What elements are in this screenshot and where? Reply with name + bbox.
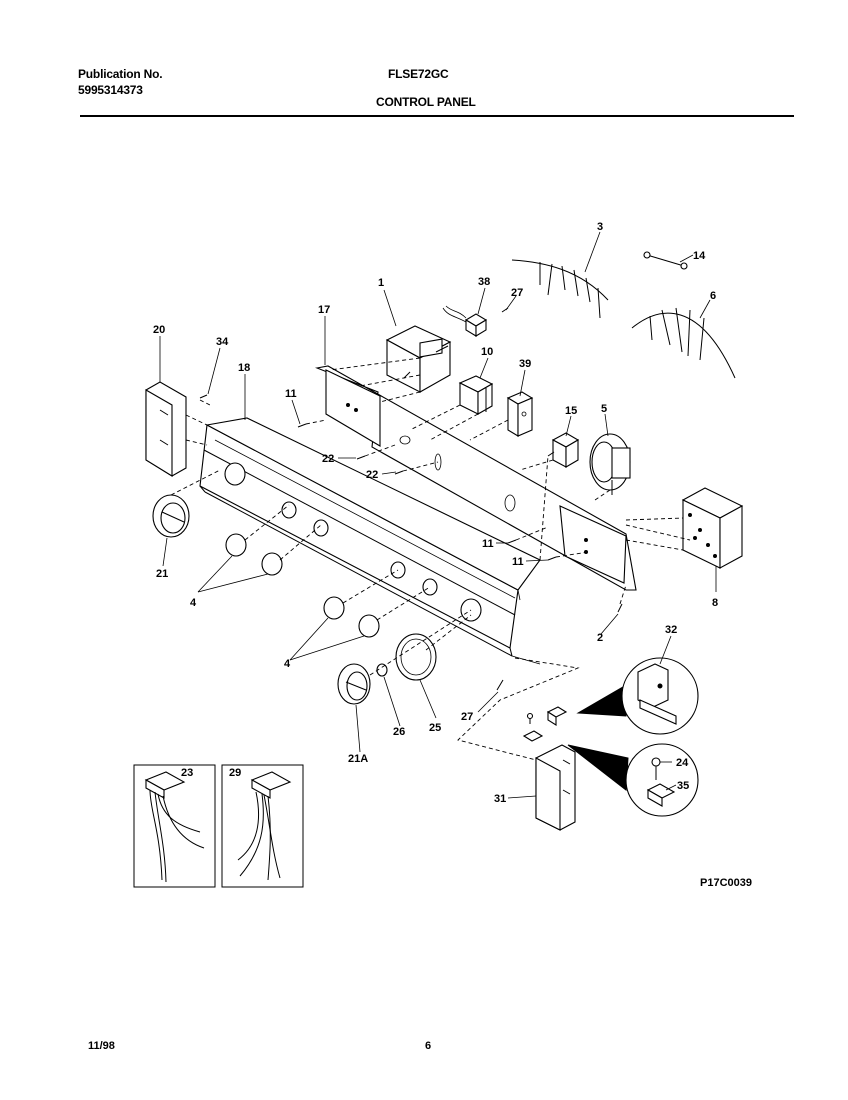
header-rule: [80, 115, 794, 117]
callout-18: 18: [238, 362, 250, 374]
callout-11c: 11: [512, 556, 524, 568]
callout-1: 1: [378, 277, 384, 289]
callout-14: 14: [693, 250, 706, 262]
callout-39: 39: [519, 358, 531, 370]
dashed-wiring-lines: [170, 357, 691, 761]
publication-label: Publication No.: [78, 67, 163, 81]
knob-part-21: [152, 494, 190, 538]
timer-part-1: [385, 325, 452, 393]
callout-10: 10: [481, 346, 493, 358]
wire-harness-part-6: [631, 307, 736, 379]
screw-parts: [199, 307, 623, 724]
section-title: CONTROL PANEL: [376, 95, 476, 109]
callout-5: 5: [601, 403, 607, 415]
callout-35: 35: [677, 780, 689, 792]
callout-15: 15: [565, 405, 577, 417]
callout-31: 31: [494, 793, 506, 805]
jumper-wire-part-14: [643, 251, 688, 270]
callout-22b: 22: [366, 469, 378, 481]
rear-bracket-part-17: [315, 365, 637, 591]
pressure-switch-part-5: [589, 433, 631, 495]
callout-22a: 22: [322, 453, 334, 465]
harness-inset-part-23: [133, 764, 216, 888]
callout-labels: 1 2 3 4 4 5 6 8 10 11 11 11 14 15 17 18 …: [153, 221, 718, 805]
callout-25: 25: [429, 722, 441, 734]
component-part-38: [442, 305, 488, 337]
leader-lines: [159, 231, 717, 799]
callout-21a: 21A: [348, 753, 368, 765]
callout-34: 34: [216, 336, 229, 348]
callout-29: 29: [229, 767, 241, 779]
dial-skirt-part-25: [395, 633, 437, 681]
callout-27b: 27: [461, 711, 473, 723]
model-number: FLSE72GC: [388, 67, 449, 81]
knob-part-4: [225, 533, 380, 638]
switch-part-10: [458, 375, 494, 415]
switch-part-15: [547, 432, 580, 468]
callout-4a: 4: [190, 597, 197, 609]
clip-parts: [522, 706, 568, 742]
switch-part-39: [506, 391, 534, 437]
callout-11a: 11: [285, 388, 297, 400]
page-number: 6: [425, 1040, 432, 1052]
revision-date: 11/98: [88, 1040, 115, 1052]
end-cap-part-31: [535, 744, 576, 831]
detail-screw-part-24-35: [567, 743, 699, 817]
callout-21: 21: [156, 568, 168, 580]
knob-part-21a: [337, 663, 371, 705]
control-panel-part-18: [199, 417, 541, 665]
callout-11b: 11: [482, 538, 494, 550]
end-cap-part-20: [145, 381, 187, 477]
callout-23: 23: [181, 767, 193, 779]
callout-24: 24: [676, 757, 689, 769]
callout-2: 2: [597, 632, 603, 644]
callout-26: 26: [393, 726, 405, 738]
electronic-control-part-8: [681, 487, 744, 569]
callout-6: 6: [710, 290, 716, 302]
callout-27a: 27: [511, 287, 523, 299]
harness-inset-part-29: [221, 764, 304, 888]
callout-8: 8: [712, 597, 718, 609]
callout-32: 32: [665, 624, 677, 636]
publication-number: 5995314373: [78, 83, 143, 97]
callout-38: 38: [478, 276, 490, 288]
wire-harness-part-3: [511, 259, 609, 319]
drawing-code: P17C0039: [700, 877, 752, 889]
callout-4b: 4: [284, 658, 291, 670]
callout-3: 3: [597, 221, 603, 233]
detail-bracket-part-32: [576, 657, 699, 735]
callout-17: 17: [318, 304, 330, 316]
callout-20: 20: [153, 324, 165, 336]
